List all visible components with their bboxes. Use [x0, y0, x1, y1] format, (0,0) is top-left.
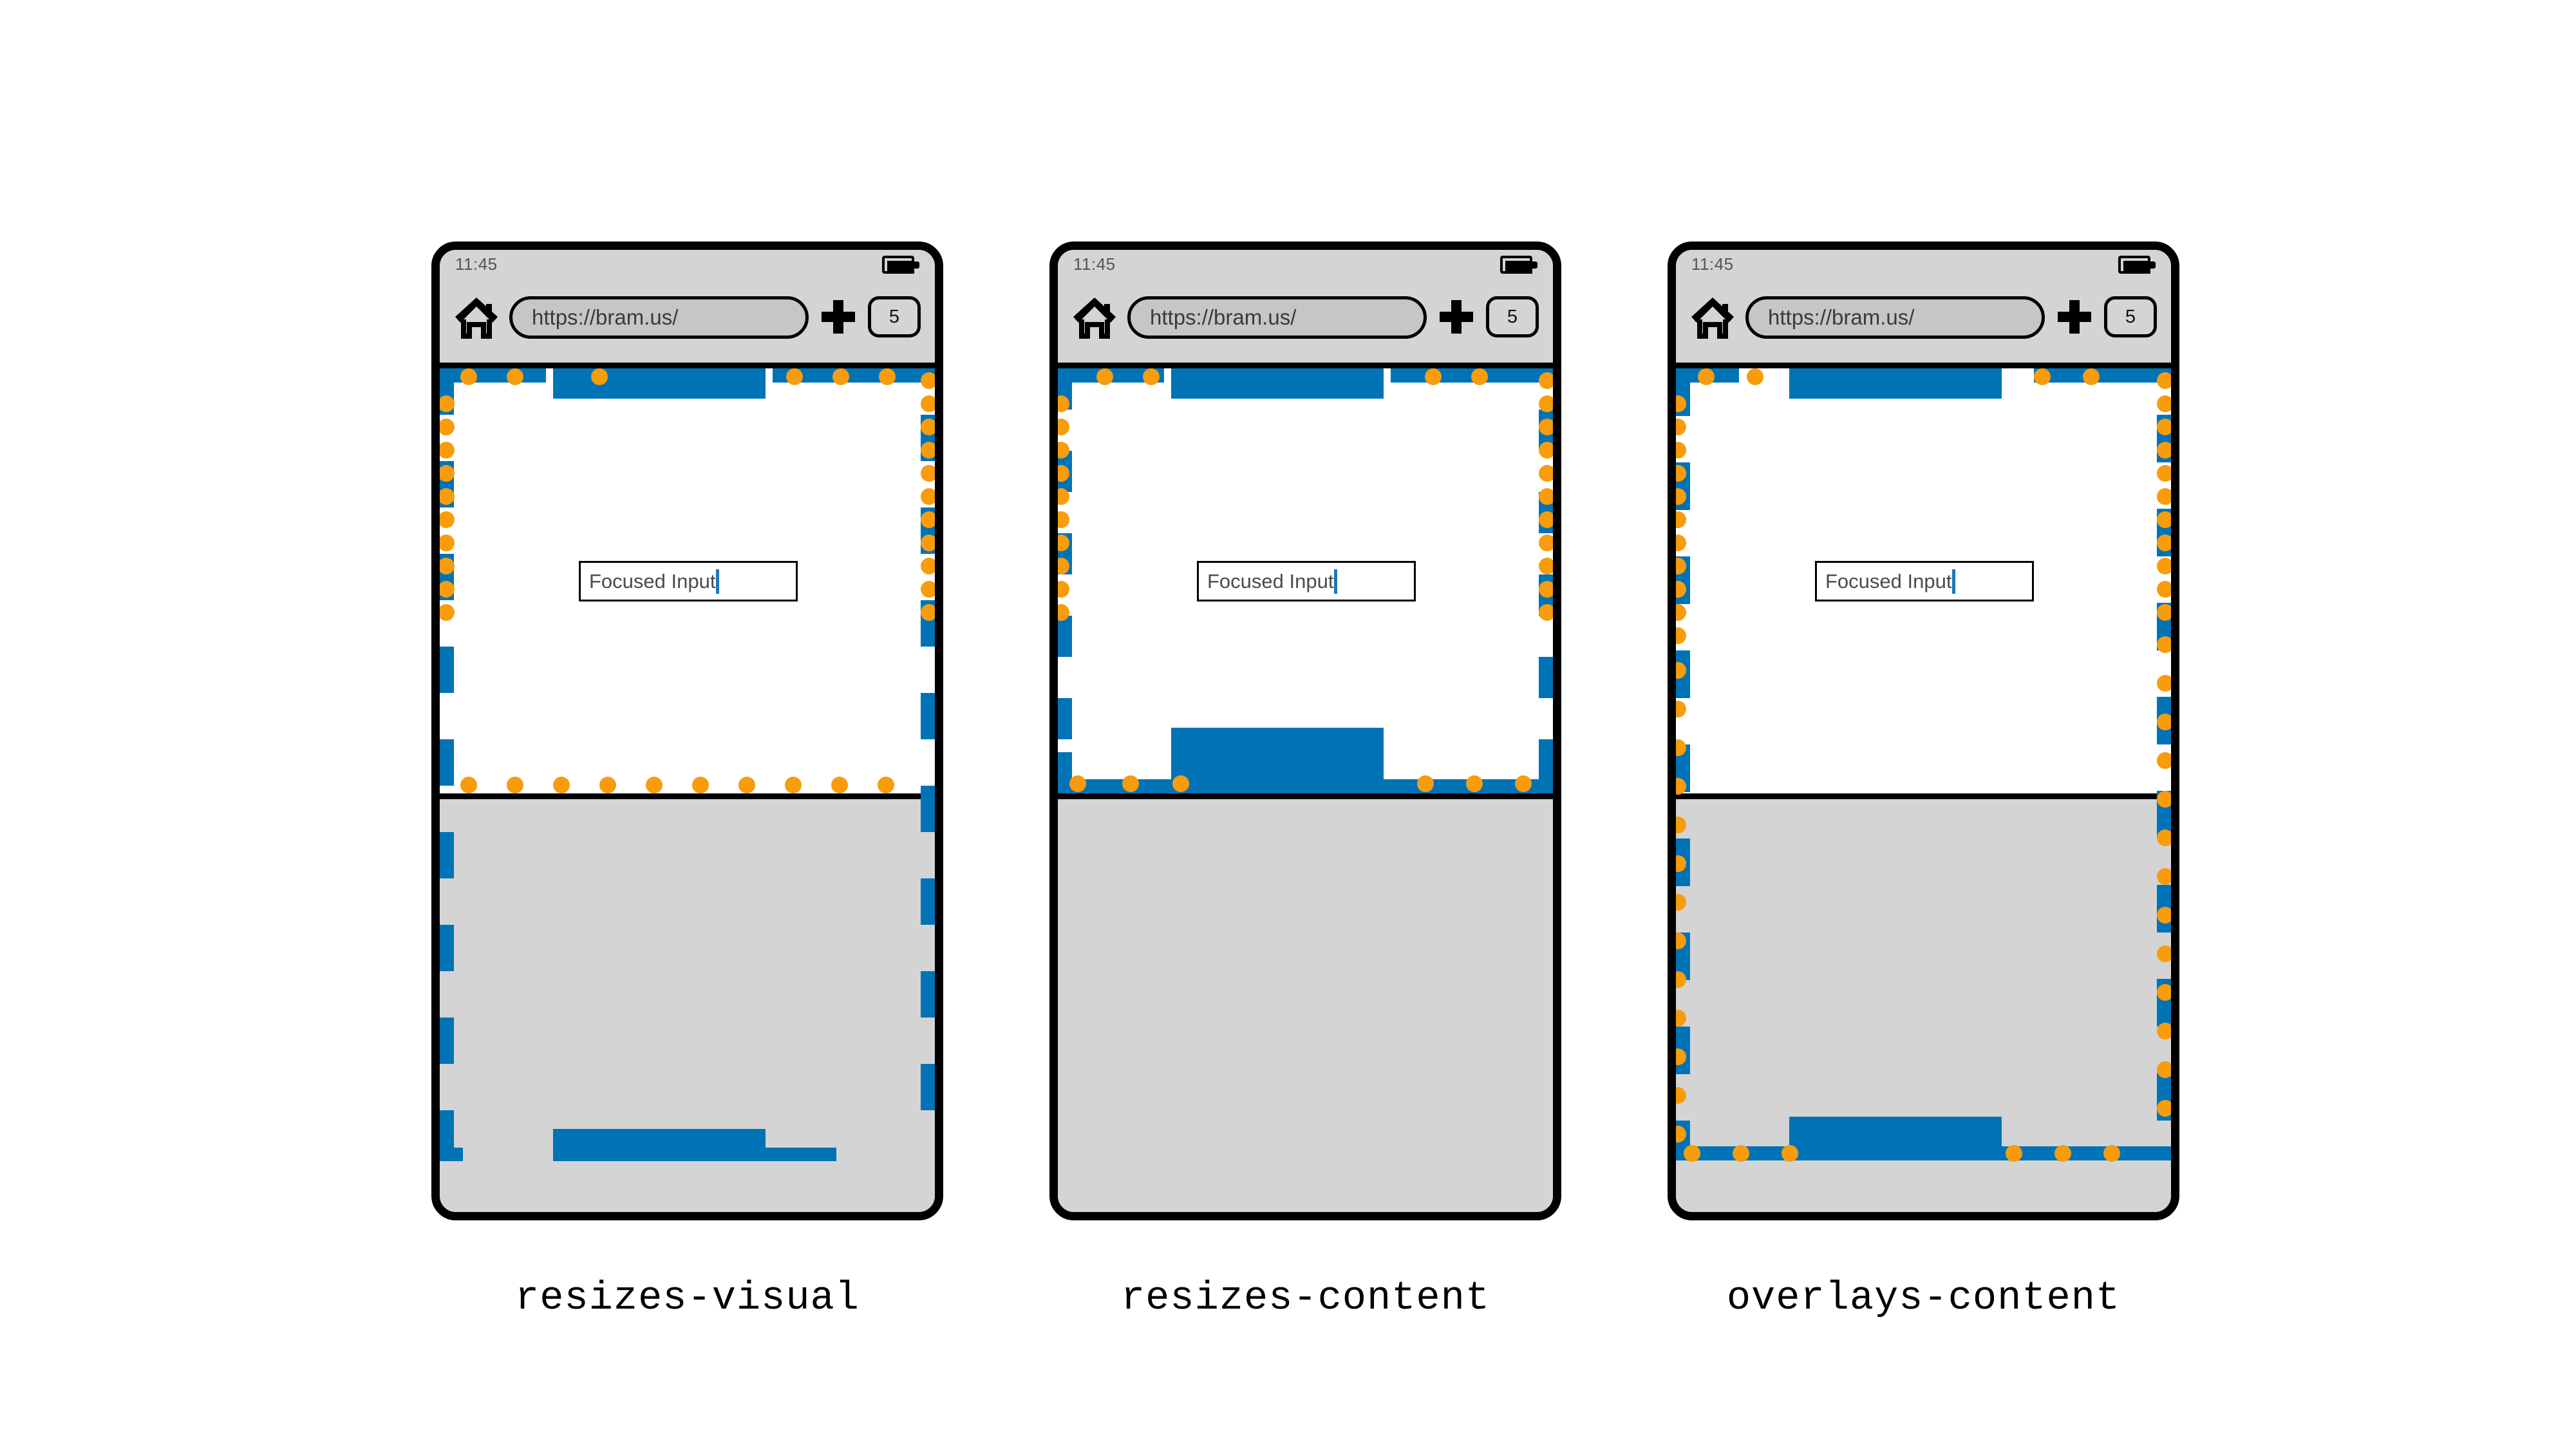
virtual-keyboard-2: [1058, 793, 1553, 1212]
tab-count-label: 5: [1507, 306, 1518, 327]
plus-icon[interactable]: [2058, 300, 2091, 334]
status-clock: 11:45: [455, 254, 498, 274]
focused-input-2[interactable]: Focused Input: [1197, 561, 1416, 601]
tab-count-label: 5: [2125, 306, 2136, 327]
url-text: https://bram.us/: [1150, 305, 1297, 329]
home-icon[interactable]: [1689, 294, 1736, 341]
status-bar: 11:45: [440, 250, 935, 279]
status-bar: 11:45: [1676, 250, 2171, 279]
text-caret: [1334, 569, 1338, 594]
url-text: https://bram.us/: [532, 305, 679, 329]
plus-icon[interactable]: [1440, 300, 1473, 334]
battery-full-icon: [1500, 256, 1537, 274]
browser-chrome: 11:45 https://bram.us/ 5: [1676, 250, 2171, 368]
battery-fill: [2123, 261, 2150, 274]
browser-toolbar: https://bram.us/ 5: [1676, 279, 2171, 363]
battery-cap: [1532, 261, 1537, 269]
tab-count-button[interactable]: 5: [868, 296, 921, 337]
focused-input-value: Focused Input: [1207, 569, 1334, 592]
tab-count-button[interactable]: 5: [2104, 296, 2157, 337]
phone-resizes-content: 11:45 https://bram.us/ 5: [1049, 242, 1561, 1220]
battery-shell: [882, 256, 914, 274]
tab-count-button[interactable]: 5: [1486, 296, 1539, 337]
browser-toolbar: https://bram.us/ 5: [440, 279, 935, 363]
battery-shell: [1500, 256, 1532, 274]
battery-cap: [914, 261, 919, 269]
battery-fill: [887, 261, 914, 274]
home-icon[interactable]: [453, 294, 500, 341]
caption-overlays-content: overlays-content: [1726, 1275, 2121, 1321]
url-bar[interactable]: https://bram.us/: [1127, 296, 1427, 339]
tab-count-label: 5: [888, 306, 900, 327]
text-caret: [1952, 569, 1956, 594]
browser-toolbar: https://bram.us/ 5: [1058, 279, 1553, 363]
focused-input-3[interactable]: Focused Input: [1815, 561, 2034, 601]
browser-chrome: 11:45 https://bram.us/ 5: [440, 250, 935, 368]
url-bar[interactable]: https://bram.us/: [1745, 296, 2045, 339]
virtual-keyboard-3: [1676, 793, 2171, 1212]
battery-full-icon: [882, 256, 919, 274]
caption-resizes-visual: resizes-visual: [515, 1275, 860, 1321]
url-bar[interactable]: https://bram.us/: [509, 296, 809, 339]
phone-resizes-visual: 11:45 https://bram.us/ 5: [431, 242, 943, 1220]
focused-input-value: Focused Input: [589, 569, 716, 592]
battery-cap: [2150, 261, 2156, 269]
battery-fill: [1505, 261, 1532, 274]
battery-full-icon: [2118, 256, 2156, 274]
browser-chrome: 11:45 https://bram.us/ 5: [1058, 250, 1553, 368]
phone-overlays-content: 11:45 https://bram.us/ 5: [1668, 242, 2179, 1220]
focused-input-value: Focused Input: [1825, 569, 1952, 592]
home-icon[interactable]: [1071, 294, 1118, 341]
caption-resizes-content: resizes-content: [1120, 1275, 1490, 1321]
text-caret: [716, 569, 720, 594]
status-clock: 11:45: [1073, 254, 1116, 274]
status-bar: 11:45: [1058, 250, 1553, 279]
plus-icon[interactable]: [822, 300, 855, 334]
battery-shell: [2118, 256, 2150, 274]
focused-input-1[interactable]: Focused Input: [579, 561, 798, 601]
url-text: https://bram.us/: [1768, 305, 1915, 329]
status-clock: 11:45: [1691, 254, 1734, 274]
virtual-keyboard-1: [440, 793, 935, 1212]
